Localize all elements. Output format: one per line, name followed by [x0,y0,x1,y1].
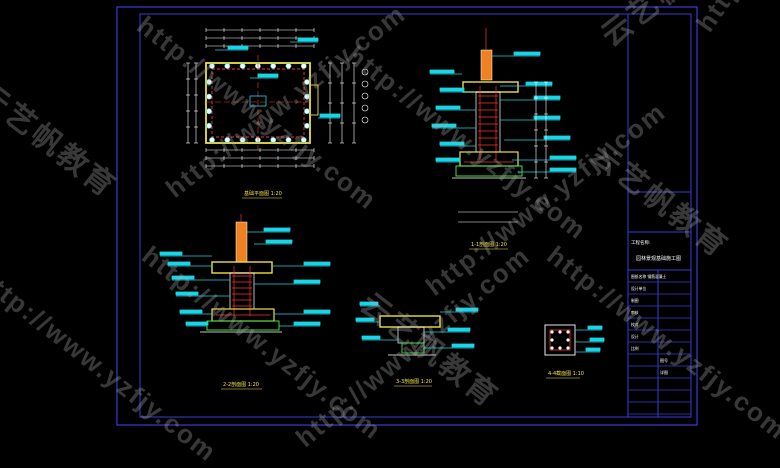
callout-label [361,335,381,340]
title-block: 工程名称: 园林景观基础施工图 图纸名称 钢筋混凝土 设计单位 制图 审核 校对… [627,13,692,418]
rebar-dot [550,330,554,334]
anchor-bolt [270,63,277,69]
callout-label [175,291,199,296]
callout-label [549,167,577,172]
title-row-text: 审核 [631,310,639,315]
outer-frame [116,6,698,426]
sheet-number: 图号 [660,357,668,363]
section-4-view: 4-4截面图 1:10 [544,324,605,379]
callout-label [429,69,455,74]
callout-label [431,123,457,128]
title-row-text: 图纸名称 钢筋混凝土 [631,274,667,279]
callout-label [359,301,379,306]
callout-label [293,321,321,326]
anchor-bolt [224,137,231,143]
rebar-dot [558,346,562,350]
anchor-bolt [300,63,307,69]
anchor-bolt [239,137,246,143]
sheet-background [0,0,780,444]
anchor-bolt [206,93,212,100]
section-3-view: 3-3剖面图 1:20 [355,301,479,387]
callout-label [265,239,293,244]
callout-label [549,155,577,160]
callout-label [439,87,465,92]
callout-label [355,317,375,322]
cad-drawing-sheet: 工程名称: 园林景观基础施工图 图纸名称 钢筋混凝土 设计单位 制图 审核 校对… [0,0,780,444]
plan-view: 基础平面图 1:20 [186,28,369,199]
anchor-bolt [206,122,212,129]
callout-label [533,95,561,100]
view-title: 1-1剖面图 1:20 [471,241,507,248]
callout-label [263,227,291,232]
view-title: 4-4截面图 1:10 [548,370,584,377]
callout-label [587,325,603,330]
anchor-bolt [285,137,292,143]
callout-label [513,51,541,56]
callout-label [227,45,249,50]
rebar-dot [550,346,554,350]
callout-label [451,343,475,348]
anchor-bolt [224,63,231,69]
rebar-dot [566,346,570,350]
view-title: 2-2剖面图 1:20 [223,381,259,388]
callout-label [293,279,321,284]
callout-label [435,105,461,110]
grid-bubble [361,104,369,112]
project-name: 园林景观基础施工图 [636,255,681,262]
anchor-bolt [285,63,292,69]
callout-label [303,309,331,314]
callout-label [167,261,191,266]
title-row-text: 制图 [631,298,639,303]
callout-label [297,37,319,42]
callout-label [303,261,331,266]
title-row-text: 校对 [631,322,639,327]
anchor-bolt [206,79,212,85]
anchor-bolt [209,137,215,143]
title-row-text: 设计 [631,334,639,339]
title-row-text: 设计单位 [631,286,646,291]
drawing-name: 详图 [660,369,668,375]
callout-label [533,115,561,120]
anchor-bolt [206,108,212,115]
rebar-dot [566,330,570,334]
grid-bubble [361,92,369,100]
section-1-view: 1-1剖面图 1:20 [429,28,577,250]
anchor-bolt [270,137,277,143]
grid-bubble [361,80,369,88]
anchor-bolt [209,63,215,69]
rebar-dot [566,338,570,342]
anchor-bolt [304,108,310,115]
title-row-text: 比例 [631,346,639,351]
project-label: 工程名称: [631,239,651,246]
callout-label [435,157,461,162]
section-2-view: 2-2剖面图 1:20 [159,214,331,390]
rebar-dot [558,330,562,334]
callout-label [319,113,341,118]
callout-label [589,337,605,342]
callout-label [159,251,183,256]
callout-label [525,81,553,86]
callout-label [185,321,209,326]
callout-label [455,307,479,312]
callout-label [585,347,601,352]
callout-label [257,73,279,78]
callout-label [447,327,471,332]
callout-label [179,309,203,314]
anchor-bolt [239,63,246,69]
callout-label [543,135,571,140]
callout-label [439,141,465,146]
anchor-bolt [304,79,310,85]
rebar-dot [550,338,554,342]
anchor-bolt [300,137,307,143]
grid-bubble [361,68,369,76]
view-title: 3-3剖面图 1:20 [396,378,432,385]
anchor-bolt [304,122,310,129]
view-title: 基础平面图 1:20 [244,190,282,197]
anchor-bolt [304,93,310,100]
grid-bubble [361,116,369,124]
callout-label [171,275,195,280]
